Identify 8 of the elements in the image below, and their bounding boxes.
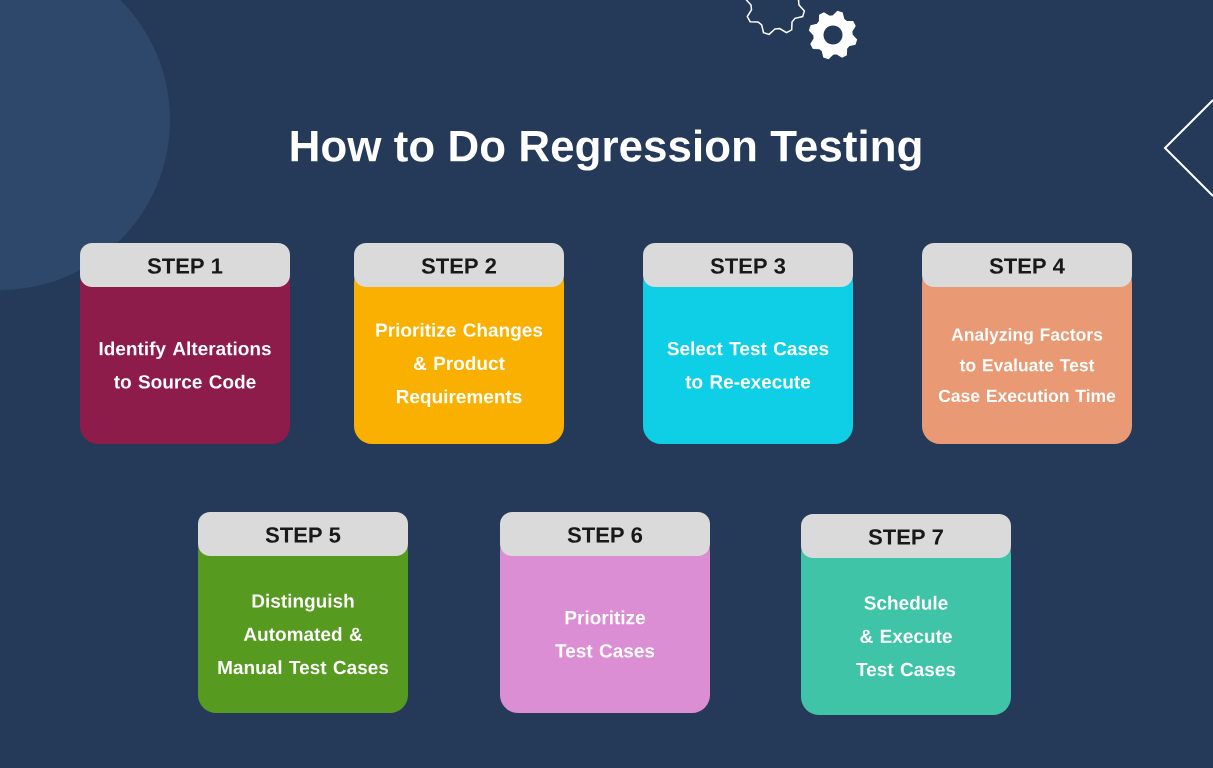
step-card: STEP 2 Prioritize Changes & Product Requirements <box>354 243 564 444</box>
step-card: STEP 7 Schedule & Execute Test Cases <box>801 514 1011 715</box>
step-card: STEP 3 Select Test Cases to Re-execute <box>643 243 853 444</box>
title: How to Do Regression Testing <box>291 129 921 171</box>
step-card: STEP 4 Analyzing Factors to Evaluate Test Case Execution Time <box>922 243 1132 444</box>
step-card: STEP 6 Prioritize Test Cases <box>500 512 710 713</box>
step-card: STEP 1 Identify Alterations to Source Code <box>80 243 290 444</box>
step-card: STEP 5 Distinguish Automated & Manual Test Cases <box>198 512 408 713</box>
